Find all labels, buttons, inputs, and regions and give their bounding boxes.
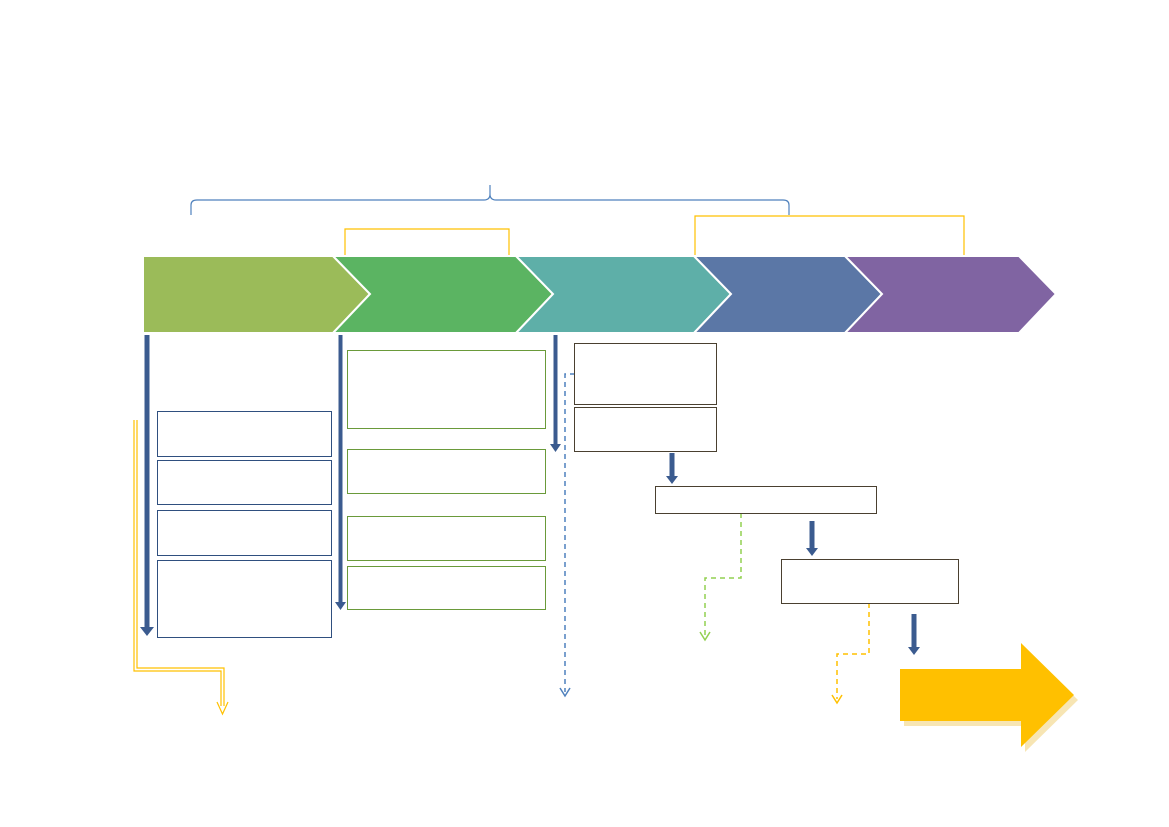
overall-brace	[190, 185, 790, 215]
stage-1-down-arrow	[144, 335, 150, 627]
stage-3b-down-arrow	[669, 453, 675, 476]
stage-5-yellow-dashed-connector	[831, 603, 870, 705]
stage-3-box-1	[574, 343, 717, 405]
stage-4-green-dashed-connector	[699, 513, 742, 642]
outcome-arrow	[900, 643, 1074, 747]
stage-3b-arrowhead	[666, 476, 678, 484]
stage-2-down-arrow	[338, 335, 343, 602]
stage-1-yellow-connector	[133, 420, 229, 716]
stage-4-arrowhead	[806, 548, 818, 556]
main-arrows	[140, 335, 920, 655]
stage-3-arrowhead	[550, 444, 561, 452]
stage-1-box-3	[157, 510, 332, 556]
stage-3-box-2	[574, 407, 717, 452]
stage-1-box-1	[157, 411, 332, 457]
stage-2-box-2	[347, 449, 546, 494]
stage-2-box-1	[347, 350, 546, 429]
stage-5-down-arrow	[911, 614, 917, 647]
stage-4-box	[655, 486, 877, 514]
stage-4-down-arrow	[809, 521, 815, 548]
stage-1-box-2	[157, 460, 332, 505]
stage-2-arrowhead	[335, 602, 346, 610]
stage-1-box-4	[157, 560, 332, 638]
stage-3-down-arrow	[553, 335, 558, 444]
stage-2-box-3	[347, 516, 546, 561]
stage-3-dashed-connector	[559, 373, 575, 698]
stage-chevrons	[142, 255, 1058, 334]
stage-1-chevron	[142, 255, 372, 334]
stage-5-box	[781, 559, 959, 604]
stage-2-bracket	[344, 228, 510, 256]
stage-4-5-bracket	[694, 215, 965, 256]
stage-1-arrowhead	[140, 627, 154, 636]
stage-5-chevron	[842, 255, 1058, 334]
stage-2-box-4	[347, 566, 546, 610]
stage-5-arrowhead	[908, 647, 920, 655]
